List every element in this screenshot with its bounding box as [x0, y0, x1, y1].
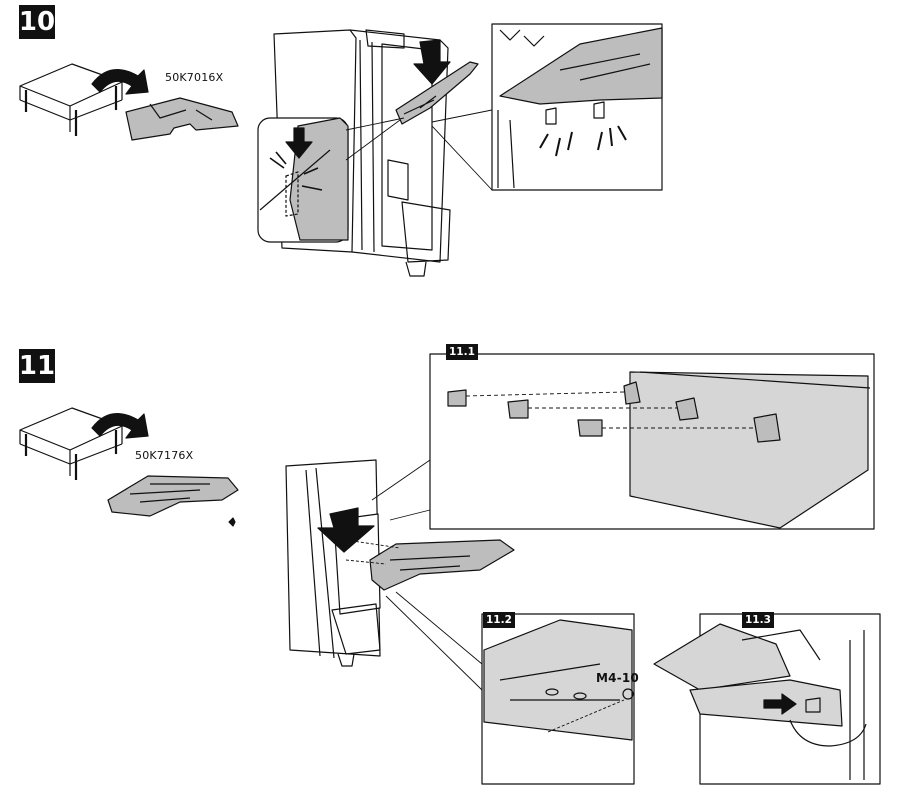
- screw-icon: [228, 517, 236, 527]
- detail-zoom-left: [257, 117, 405, 243]
- part-number-label: 50K7016X: [165, 71, 224, 84]
- curved-arrow-icon: [91, 69, 149, 95]
- substep-badge: 11.1: [446, 344, 478, 360]
- substep-badge: 11.3: [742, 612, 774, 628]
- finisher-unit-11: [285, 459, 515, 667]
- finisher-tray-part-11: [107, 475, 239, 517]
- screw-size-label: M4-10: [596, 671, 639, 685]
- detail-zoom-right: [431, 23, 663, 191]
- package-box-icon: [19, 63, 123, 136]
- detail-panel-11-3: [653, 613, 881, 785]
- detail-panel-11-2: [385, 591, 635, 785]
- step-number-badge: 10: [18, 5, 56, 39]
- finisher-tray-part-10: [125, 97, 239, 141]
- step-number-badge: 11: [18, 349, 56, 383]
- part-number-label: 50K7176X: [135, 449, 194, 462]
- detail-panel-11-1: [371, 353, 875, 530]
- substep-badge: 11.2: [483, 612, 515, 628]
- curved-arrow-icon-11: [91, 413, 149, 439]
